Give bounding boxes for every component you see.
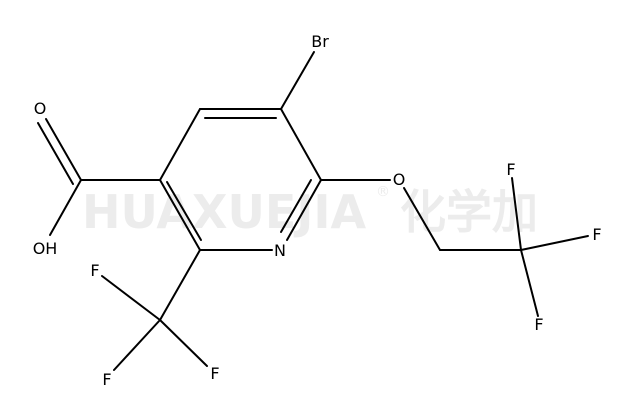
bond-cf3-f2	[113, 319, 161, 371]
atom-br: Br	[311, 32, 329, 51]
bond-cf3-f-top	[511, 177, 522, 251]
bond-c6-n	[286, 179, 322, 241]
atom-f-cf3-3: F	[210, 364, 219, 383]
watermark-registered: ®	[376, 184, 390, 200]
pyridine-ring	[159, 108, 322, 251]
bond-cf3-f1	[101, 275, 161, 321]
bond-o-ch2	[403, 187, 441, 251]
bond-cf3-f-bottom	[520, 249, 539, 317]
bond-c5-c6	[280, 108, 322, 181]
atom-oh: OH	[33, 239, 58, 258]
bond-c-o-double-b	[37, 122, 74, 185]
atom-o-carbonyl: O	[34, 99, 47, 118]
bond-c6-n-double	[280, 179, 312, 233]
bond-c2-c3-double	[166, 181, 202, 241]
watermark: HUAXUEJIA ® 化学加	[82, 184, 538, 239]
carboxylic-acid-group: O OH	[33, 99, 161, 258]
atom-f-ethyl-2: F	[592, 225, 601, 244]
atom-f-cf3-2: F	[102, 370, 111, 389]
atom-f-ethyl-3: F	[534, 315, 543, 334]
bond-c5-br	[280, 51, 315, 110]
bond-c3-c4	[159, 108, 201, 181]
bond-c2-c3	[159, 179, 201, 251]
atom-n: N	[274, 241, 286, 260]
watermark-latin: HUAXUEJIA	[82, 185, 367, 239]
bond-c2-cf3	[159, 249, 201, 321]
bond-c-o-double-a	[45, 118, 82, 181]
atom-f-ethyl-1: F	[506, 160, 515, 179]
atom-f-cf3-1: F	[90, 261, 99, 280]
atom-o-ether: O	[393, 170, 406, 189]
bond-cf3-f3	[159, 319, 208, 367]
bond-cf3-f-right	[520, 235, 589, 251]
trifluoroethoxy-group: O F F F	[320, 160, 602, 334]
trifluoromethyl-group: F F F	[90, 249, 220, 389]
bond-c-oh	[49, 179, 82, 236]
watermark-cjk: 化学加	[400, 185, 538, 239]
